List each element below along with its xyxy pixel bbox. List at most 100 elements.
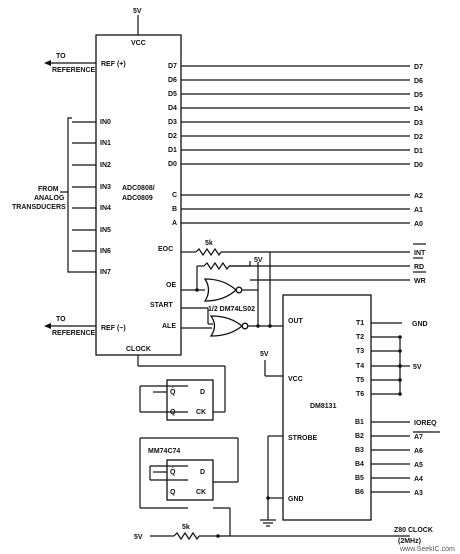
control-bars <box>413 243 426 273</box>
adc-pin-d6: D6 <box>168 77 177 84</box>
adc-pin-in6: IN6 <box>100 248 111 255</box>
adc-pin-in1: IN1 <box>100 140 111 147</box>
adc-pin-d2: D2 <box>168 133 177 140</box>
bus-label-rd: RD <box>414 264 424 271</box>
dm8131-pin-b4: B4 <box>355 461 364 468</box>
adc-ale-pin: ALE <box>162 323 176 330</box>
resistor-5k-top: 5k <box>205 240 213 247</box>
gate-label: 1/2 DM74LS02 <box>208 306 255 313</box>
adc-chip: 5V VCC ADC0808/ ADC0809 REF (+) REF (−) … <box>95 8 182 356</box>
ff-ck-pin: CK <box>196 489 206 496</box>
watermark: www.SeekIC.com <box>399 546 455 553</box>
from-analog-3: TRANSDUCERS <box>12 204 66 211</box>
adc-part-line2: ADC0809 <box>122 195 153 202</box>
dm8131-vcc-5v: 5V <box>260 351 269 358</box>
adc-pin-in3: IN3 <box>100 184 111 191</box>
adc-pin-b: B <box>172 206 177 213</box>
dm8131-pin-b1: B1 <box>355 419 364 426</box>
bus-label-d2: D2 <box>414 134 423 141</box>
dm8131-node-t2 <box>398 335 402 339</box>
dm8131-name: DM8131 <box>310 403 337 410</box>
t1-gnd: GND <box>412 321 428 328</box>
adc-pin-in7: IN7 <box>100 269 111 276</box>
clock-5v: 5V <box>134 534 143 541</box>
ff-d-pin: D <box>200 389 205 396</box>
adc-pin-d5: D5 <box>168 91 177 98</box>
dm8131-pin-b2: B2 <box>355 433 364 440</box>
dm8131-pin-b3: B3 <box>355 447 364 454</box>
dm8131-strobe-pin: STROBE <box>288 435 318 442</box>
ff-d-pin: D <box>200 469 205 476</box>
adc-eoc-pin: EOC <box>158 246 173 253</box>
dm8131-chip: DM8131 OUT VCC STROBE GND 5V GND 5V <box>260 294 428 527</box>
dm8131-label-a5: A5 <box>414 462 423 469</box>
adc-pin-d1: D1 <box>168 147 177 154</box>
adc-start-pin: START <box>150 302 174 309</box>
dm8131-label-a7: A7 <box>414 434 423 441</box>
bus-label-d5: D5 <box>414 92 423 99</box>
ff-q-pin: Q <box>170 489 176 496</box>
bus-label-a2: A2 <box>414 193 423 200</box>
dm8131-label-a4: A4 <box>414 476 423 483</box>
ff-ck-pin: CK <box>196 409 206 416</box>
pullup-5v: 5V <box>254 257 263 264</box>
adc-ref-minus: REF (−) <box>101 325 126 332</box>
adc-pin-d4: D4 <box>168 105 177 112</box>
adc-part-line1: ADC0808/ <box>122 185 155 192</box>
dm8131-pin-b6: B6 <box>355 489 364 496</box>
bus-wires <box>181 65 410 281</box>
dm8131-pin-t1: T1 <box>356 320 364 327</box>
to-reference-bottom-1: TO <box>56 316 66 323</box>
adc-pin-d0: D0 <box>168 161 177 168</box>
z80-clock-1: Z80 CLOCK <box>394 527 433 534</box>
bus-label-a1: A1 <box>414 207 423 214</box>
bus-label-d6: D6 <box>414 78 423 85</box>
reference-top: TO REFERENCE <box>44 53 96 74</box>
dm8131-gnd-pin: GND <box>288 496 304 503</box>
dm8131-pin-t5: T5 <box>356 377 364 384</box>
dm8131-node-t5 <box>398 378 402 382</box>
reference-bottom: TO REFERENCE <box>44 316 96 337</box>
adc-address-pin-labels: CBA <box>172 192 177 227</box>
bus-label-int: INT <box>414 250 426 257</box>
dm8131-out-pin: OUT <box>288 318 304 325</box>
adc-pin-d7: D7 <box>168 63 177 70</box>
adc-pin-in0: IN0 <box>100 119 111 126</box>
dm8131-pin-b5: B5 <box>355 475 364 482</box>
clock-wiring: 5V 5k Z80 CLOCK (2MHz) <box>134 355 433 545</box>
adc-clock-pin: CLOCK <box>126 346 151 353</box>
flip-flop-part: MM74C74 <box>148 448 180 455</box>
from-analog-1: FROM <box>38 186 59 193</box>
dm8131-node-t4 <box>398 364 402 368</box>
dm8131-pin-t3: T3 <box>356 348 364 355</box>
adc-pin-in4: IN4 <box>100 205 111 212</box>
dm8131-pin-t6: T6 <box>356 391 364 398</box>
bus-label-wr: WR <box>414 278 426 285</box>
resistor-5k-bottom: 5k <box>182 524 190 531</box>
adc-pin-a: A <box>172 220 177 227</box>
dm8131-label-ioreq: IOREQ <box>414 420 437 427</box>
dm8131-label-a3: A3 <box>414 490 423 497</box>
adc-oe-pin: OE <box>166 282 176 289</box>
bus-label-a0: A0 <box>414 221 423 228</box>
t-pins-5v: 5V <box>413 364 422 371</box>
z80-clock-2: (2MHz) <box>398 538 421 545</box>
adc-supply-5v: 5V <box>133 8 142 15</box>
analog-input-wires <box>72 121 96 273</box>
adc-vcc-label: VCC <box>131 40 146 47</box>
bus-label-d0: D0 <box>414 162 423 169</box>
ff-qbar-pin: Q̄ <box>170 467 176 476</box>
dm8131-pin-t2: T2 <box>356 334 364 341</box>
bus-label-d3: D3 <box>414 120 423 127</box>
analog-input-bracket: FROM ANALOG TRANSDUCERS <box>12 117 72 273</box>
from-analog-2: ANALOG <box>34 195 65 202</box>
adc-pin-c: C <box>172 192 177 199</box>
bus-label-d4: D4 <box>414 106 423 113</box>
